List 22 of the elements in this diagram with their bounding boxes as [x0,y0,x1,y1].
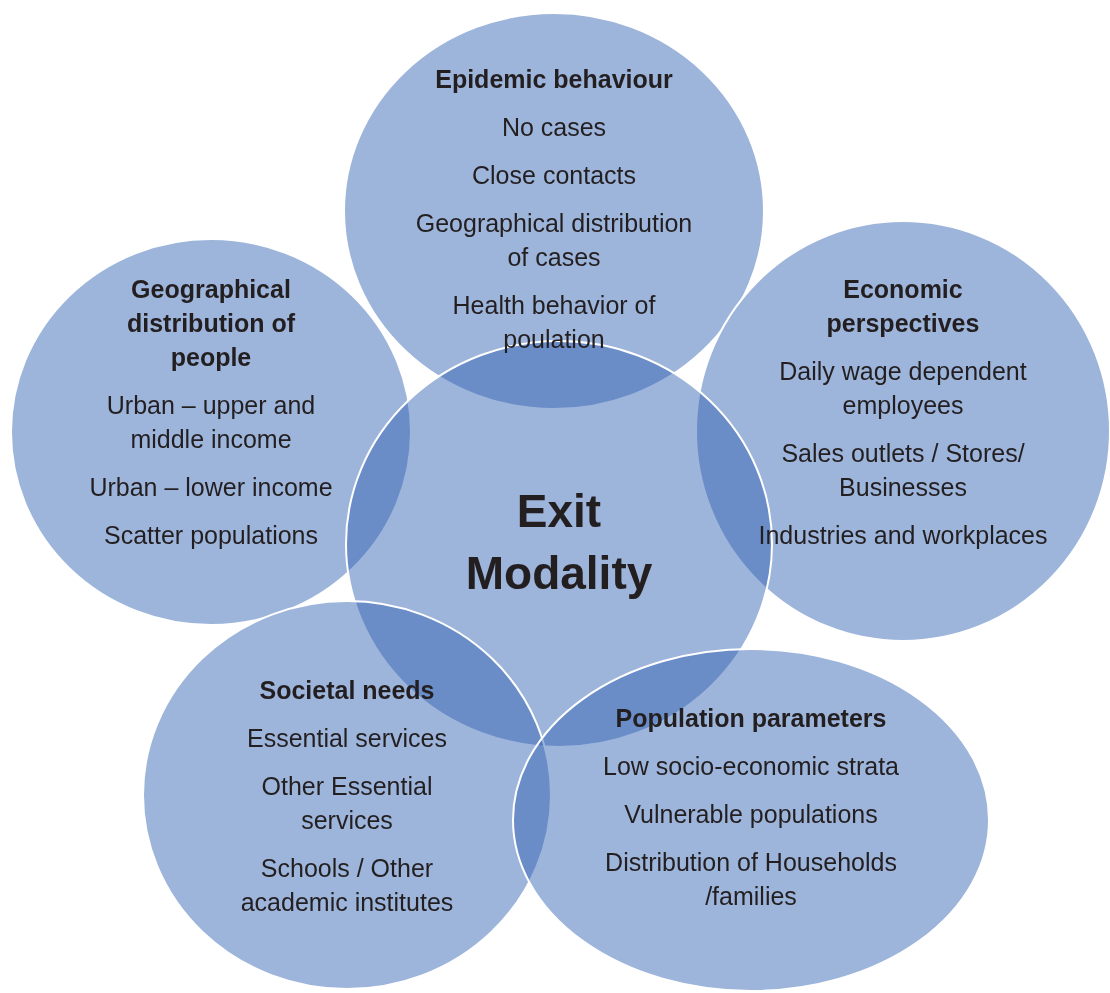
circle-heading: Societal needs [259,675,435,706]
list-item: Urban – lower income [89,472,333,503]
circle-heading: Economic perspectives [825,274,981,339]
list-item: Industries and workplaces [758,520,1048,551]
list-item: Vulnerable populations [624,799,878,830]
center-title: Exit Modality [464,484,654,601]
list-item: Distribution of Households /families [604,847,898,912]
list-item: Urban – upper and middle income [105,390,317,455]
list-item: Low socio-economic strata [603,751,899,782]
circle-heading: Epidemic behaviour [435,64,673,95]
list-item: Health behavior of poulation [451,290,657,355]
list-item: Scatter populations [104,520,318,551]
list-item: No cases [501,112,607,143]
list-item: Schools / Other academic institutes [239,853,455,918]
circle-heading: Geographical distribution of people [126,274,296,373]
list-item: Close contacts [472,160,636,191]
list-item: Other Essential services [260,771,434,836]
list-item: Essential services [246,723,448,754]
list-item: Sales outlets / Stores/ Businesses [780,438,1026,503]
list-item: Geographical distribution of cases [414,208,694,273]
list-item: Daily wage dependent employees [778,356,1028,421]
circle-heading: Population parameters [615,703,887,734]
